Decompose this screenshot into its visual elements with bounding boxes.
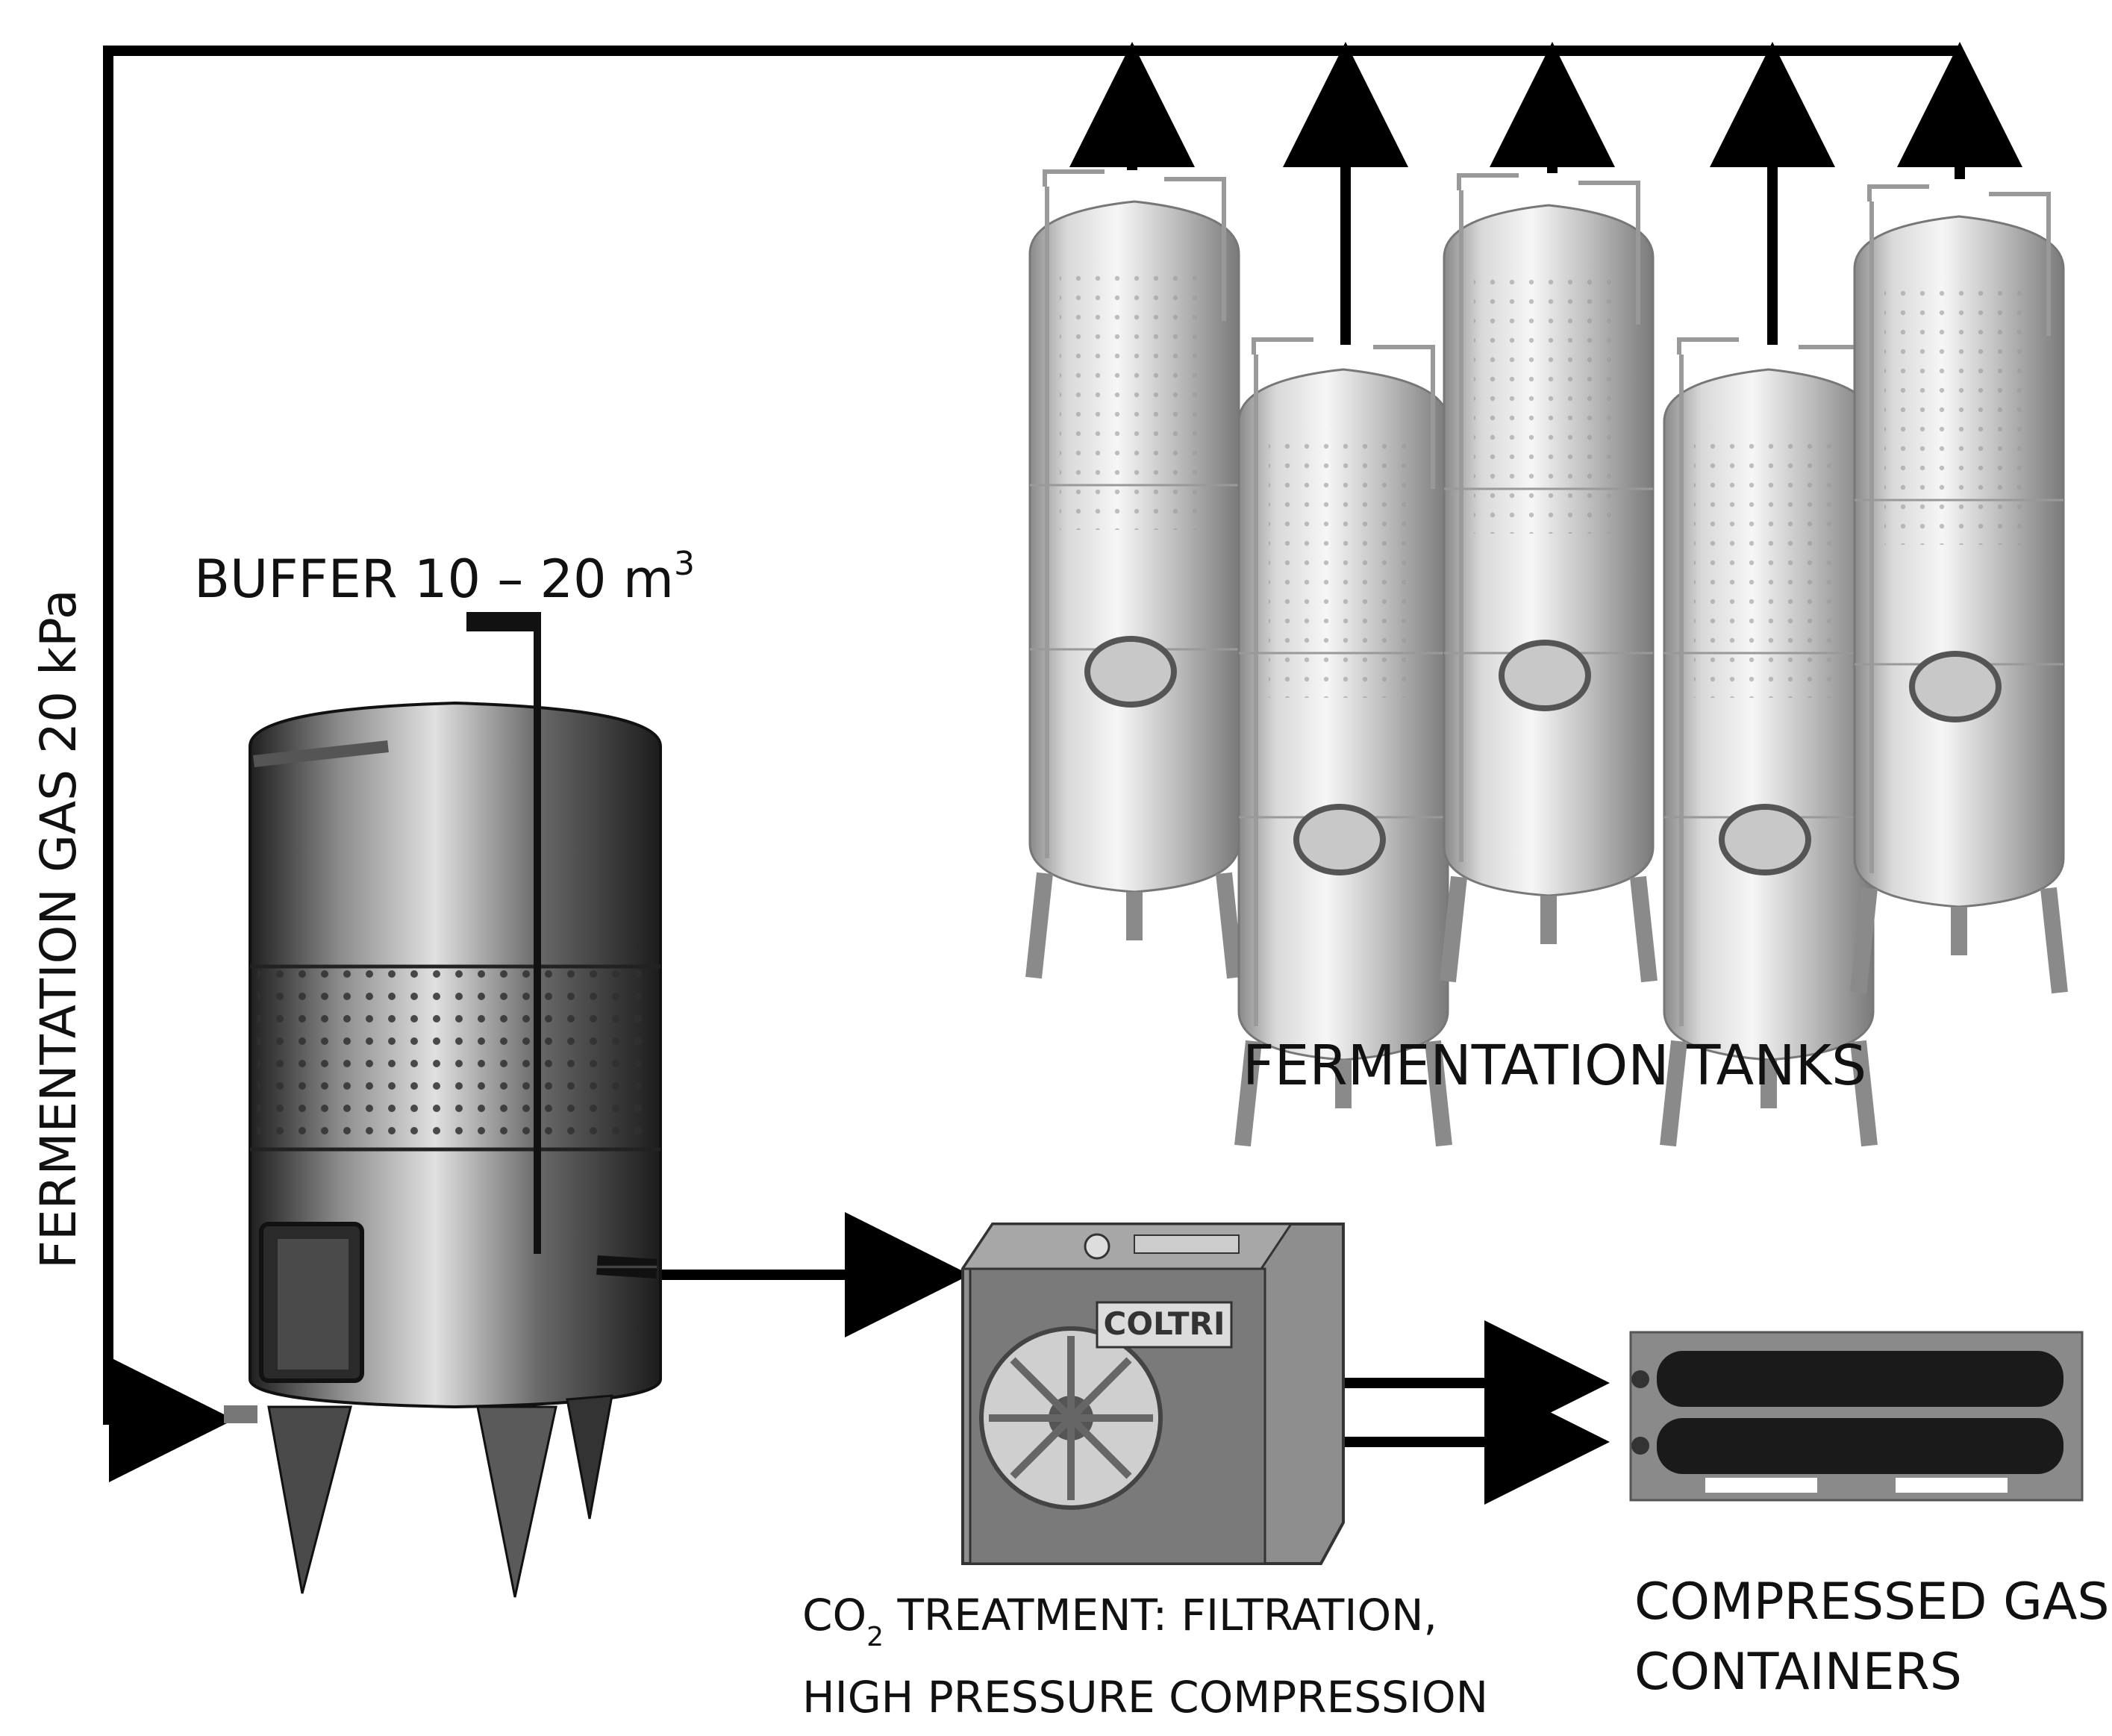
buffer-tank [224, 612, 662, 1598]
fermentation-tanks-label: FERMENTATION TANKS [1243, 1034, 1867, 1098]
fermentation-tank [1440, 173, 1658, 983]
compressor-brand-label: COLTRI [1104, 1305, 1225, 1342]
gas-container-rack [1629, 1331, 2084, 1502]
co2-treatment-line-1: CO2 TREATMENT: FILTRATION, [802, 1582, 1488, 1664]
co2-treatment-line-2: HIGH PRESSURE COMPRESSION [802, 1671, 1488, 1723]
compressor-unit: COLTRI [960, 1223, 1345, 1565]
buffer-label: BUFFER 10 – 20 m3 [194, 545, 695, 610]
flow-lines [103, 42, 2022, 1505]
co2-treatment-label: CO2 TREATMENT: FILTRATION, HIGH PRESSURE… [802, 1582, 1488, 1730]
fermentation-tank [1850, 184, 2068, 994]
co2-prefix: CO [802, 1590, 867, 1640]
gas-return-line [103, 46, 1959, 1482]
fermentation-tank [1660, 337, 1878, 1147]
co2-line-1-rest: TREATMENT: FILTRATION, [884, 1590, 1437, 1640]
fermentation-tank [1025, 169, 1243, 979]
fermentation-tank [1234, 337, 1452, 1147]
containers-label-line-2: CONTAINERS [1634, 1643, 1962, 1702]
compressed-gas-containers-label: COMPRESSED GAS CONTAINERS [1634, 1567, 2110, 1708]
co2-subscript: 2 [866, 1621, 884, 1652]
buffer-label-text: BUFFER 10 – 20 m [194, 549, 674, 610]
fermentation-gas-label: FERMENTATION GAS 20 kPa [30, 589, 87, 1269]
buffer-label-superscript: 3 [674, 544, 695, 583]
containers-label-line-1: COMPRESSED GAS [1634, 1573, 2110, 1632]
